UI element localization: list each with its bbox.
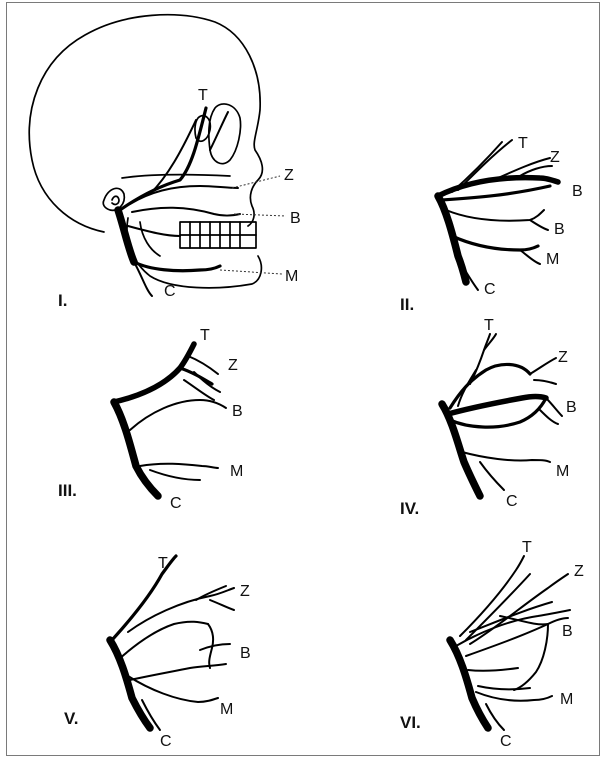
panel-numeral-4: IV. (400, 499, 419, 518)
panel-6-nerves (450, 556, 570, 730)
label-temporal-3: T (200, 327, 210, 344)
label-zygomatic-2: Z (550, 149, 560, 166)
panel-1-nerves (118, 108, 240, 296)
panel-1: T Z B M C I. (29, 15, 300, 310)
panel-5-nerves (110, 556, 234, 730)
label-zygomatic-6: Z (574, 563, 584, 580)
label-temporal-2: T (518, 135, 528, 152)
panel-2-nerves (438, 140, 558, 290)
panel-numeral-2: II. (400, 295, 414, 314)
label-mandibular-5: M (220, 701, 233, 718)
panel-4: T Z B M C IV. (400, 317, 577, 518)
panel-numeral-3: III. (58, 481, 77, 500)
label-buccal-1: B (290, 210, 301, 227)
panel-5: T Z B M C V. (64, 555, 251, 750)
label-zygomatic-4: Z (558, 349, 568, 366)
panel-numeral-5: V. (64, 709, 79, 728)
label-mandibular-4: M (556, 463, 569, 480)
label-temporal-5: T (158, 555, 168, 572)
skull-outline (29, 15, 262, 288)
label-cervical-2: C (484, 281, 496, 298)
label-buccal-4: B (566, 399, 577, 416)
label-mandibular-1: M (285, 268, 298, 285)
panel-6: T Z B M C VI. (400, 539, 584, 750)
panel-4-nerves (442, 334, 562, 496)
panel-3-nerves (114, 344, 226, 496)
label-temporal-6: T (522, 539, 532, 556)
label-buccal-6: B (562, 623, 573, 640)
label-mandibular-6: M (560, 691, 573, 708)
label-buccal-2a: B (572, 183, 583, 200)
label-temporal-1: T (198, 87, 208, 104)
label-cervical-5: C (160, 733, 172, 750)
label-buccal-3: B (232, 403, 243, 420)
panel-numeral-6: VI. (400, 713, 421, 732)
label-mandibular-2: M (546, 251, 559, 268)
panel-numeral-1: I. (58, 291, 67, 310)
panel-2: T Z B B M C II. (400, 135, 583, 314)
label-zygomatic-1: Z (284, 167, 294, 184)
label-buccal-2b: B (554, 221, 565, 238)
panel-3: T Z B M C III. (58, 327, 243, 512)
label-cervical-3: C (170, 495, 182, 512)
label-zygomatic-3: Z (228, 357, 238, 374)
label-cervical-6: C (500, 733, 512, 750)
label-cervical-1: C (164, 283, 176, 300)
label-buccal-5: B (240, 645, 251, 662)
label-cervical-4: C (506, 493, 518, 510)
label-temporal-4: T (484, 317, 494, 334)
label-zygomatic-5: Z (240, 583, 250, 600)
label-mandibular-3: M (230, 463, 243, 480)
